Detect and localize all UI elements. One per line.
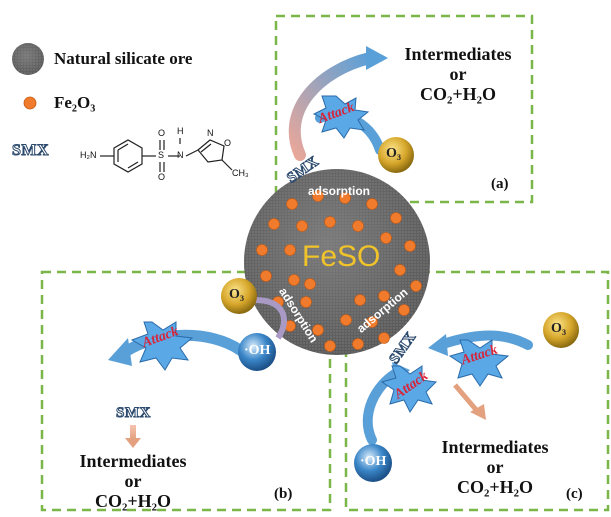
panel-c-products-line3: CO₂+H₂O [456,477,534,497]
panel-a-arrowhead [366,46,388,70]
feso-title: FeSO [302,240,381,273]
panel-b-border [40,270,332,512]
panel-c-hydroxyl-label: ·OH [360,454,387,469]
panel-b-smx-label: SMX [116,405,151,422]
smx-o-ring: O [224,138,232,148]
fe2o3-particles [256,190,422,352]
panel-b-ozone-label: O₃ [229,287,245,302]
legend-ore-texture [12,43,44,75]
panel-a-products-line1: Intermediates [404,44,512,64]
panel-a-attack-star [312,95,370,139]
smx-n-ring: N [207,128,214,138]
panel-b-hydroxyl-label: ·OH [244,343,271,358]
panel-c-product-arrowhead [470,404,486,420]
smx-n-amide: N [177,150,184,160]
smx-s: S [158,150,165,160]
panel-c-arrow-attack-2 [362,367,403,445]
panel-c-ozone-label: O₃ [551,321,567,336]
smx-h2n: H₂N [80,150,97,160]
smx-o-top: O [158,128,166,138]
panel-a-id: (a) [491,176,509,192]
panel-a-arrow-up [288,52,376,161]
panel-a-products-line2: or [449,64,467,84]
smx-h-amide: H [177,126,184,136]
panel-c-ozone [543,312,579,348]
panel-a-products-line3: CO₂+H₂O [419,84,497,104]
panel-c-hydroxyl [354,444,392,482]
panel-c-products-line2: or [486,457,504,477]
panel-b-hydroxyl [238,333,276,371]
panel-c-products: Intermediates or CO₂+H₂O [420,437,570,497]
panel-b-products-line1: Intermediates [79,451,187,471]
panel-c-product-arrow [453,383,480,414]
legend-smx-label: SMX [11,142,50,160]
panel-a-ozone-label: O₃ [386,146,402,161]
legend-fe2o3-label: Fe₂O₃ [54,93,96,112]
panel-b-arrowhead [108,338,132,366]
panel-c-border [344,270,610,512]
panel-c-id: (c) [566,486,583,502]
panel-c-attack-star-2 [380,365,438,413]
panel-b-down-arrowhead [125,438,141,448]
panel-b-products: Intermediates or CO₂+H₂O [58,451,208,511]
panel-a-products: Intermediates or CO₂+H₂O [383,44,533,104]
legend-fe2o3-icon [23,96,37,110]
panel-c-arrowhead-1 [428,334,448,356]
panel-b-arrow-attack [119,329,246,358]
adsorption-label-a: adsorption [308,184,370,198]
smx-o-bottom: O [158,172,166,182]
panel-b-products-line3: CO₂+H₂O [94,491,172,511]
panel-c-arrow-attack-1 [435,330,533,350]
panel-b-products-line2: or [124,471,142,491]
panel-a-ozone [378,137,414,173]
panel-b-down-arrow-shaft [130,425,136,439]
panel-b-ozone-arrow [254,297,288,340]
panel-c-products-line1: Intermediates [441,437,549,457]
legend-ore-label: Natural silicate ore [54,49,193,68]
panel-c-attack-star-1 [448,339,510,387]
panel-b-ozone [221,278,257,314]
smx-ch3: CH₃ [232,168,249,178]
panel-b-attack-star [130,321,194,371]
feso-sphere-texture [244,169,430,355]
panel-b-id: (b) [274,486,293,502]
smx-structure-drawing [100,138,233,173]
